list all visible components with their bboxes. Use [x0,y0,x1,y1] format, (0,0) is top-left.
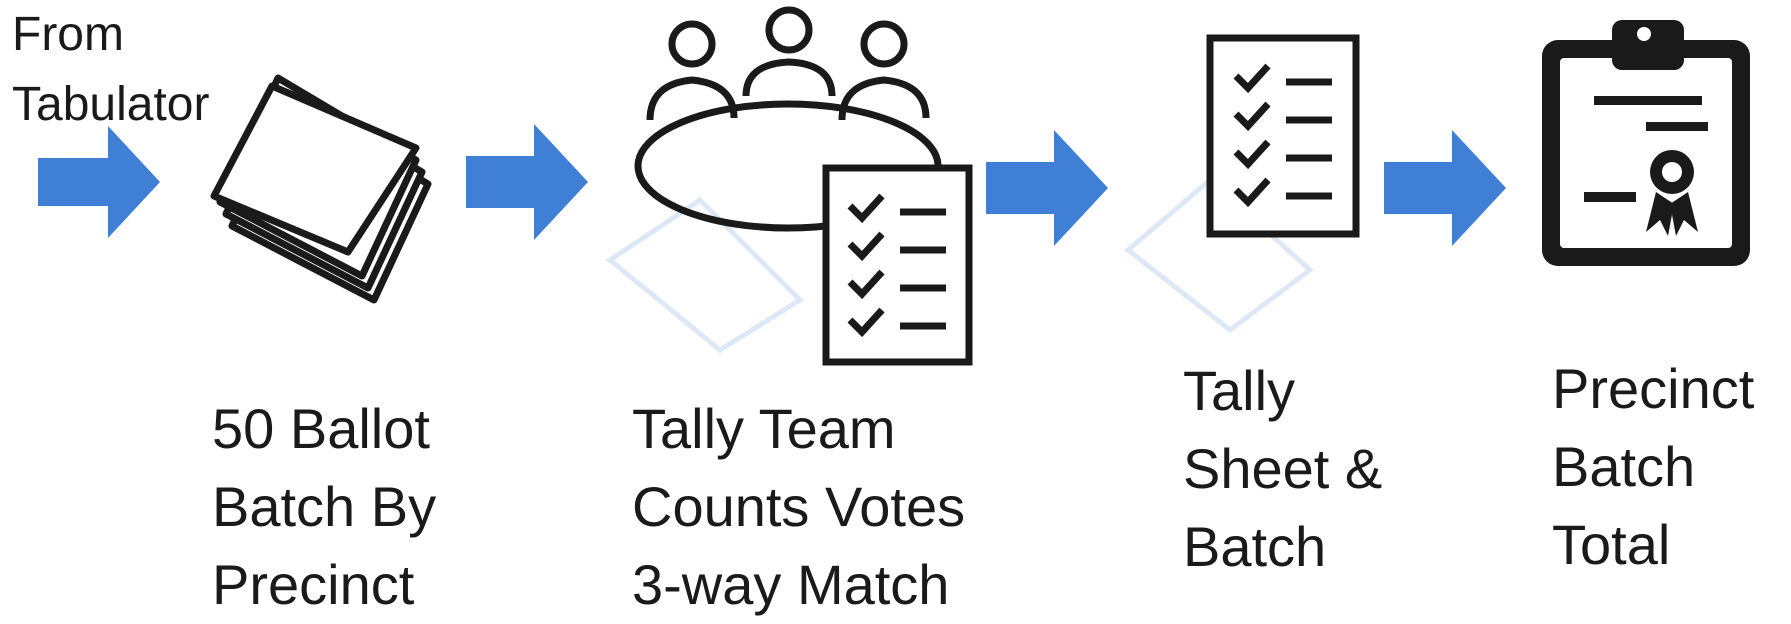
from-tabulator-line: Tabulator [12,78,210,131]
precinct-total-line: Total [1552,513,1671,576]
ballot-batch-line: 50 Ballot [212,397,430,460]
tally-sheet-line: Batch [1183,515,1327,578]
ballot-batch-line: Precinct [212,553,415,616]
tally-sheet-label: Tally Sheet & Batch [1183,352,1382,586]
ballot-batch-line: Batch By [212,475,437,538]
arrow-right-icon [986,130,1108,246]
tally-sheet-icon [1206,34,1360,238]
tally-team-label: Tally Team Counts Votes 3-way Match [632,390,965,624]
tally-team-line: Counts Votes [632,475,966,538]
ballot-stack-icon [210,74,432,304]
ballot-batch-label: 50 Ballot Batch By Precinct [212,390,436,624]
precinct-total-line: Precinct [1552,357,1755,420]
clipboard-certificate-icon [1542,20,1750,266]
tally-sheet-line: Tally [1183,359,1296,422]
arrow-right-icon [1384,130,1506,246]
tally-team-line: Tally Team [632,397,896,460]
precinct-total-label: Precinct Batch Total [1552,350,1754,584]
tally-team-icon [634,6,973,366]
tally-sheet-line: Sheet & [1183,437,1383,500]
from-tabulator-label: From Tabulator [12,0,209,140]
tally-team-line: 3-way Match [632,553,950,616]
ghost-sheet-icon [605,176,1314,354]
from-tabulator-line: From [12,8,124,61]
arrow-right-icon [466,124,588,240]
precinct-total-line: Batch [1552,435,1696,498]
arrow-right-icon [38,126,160,238]
